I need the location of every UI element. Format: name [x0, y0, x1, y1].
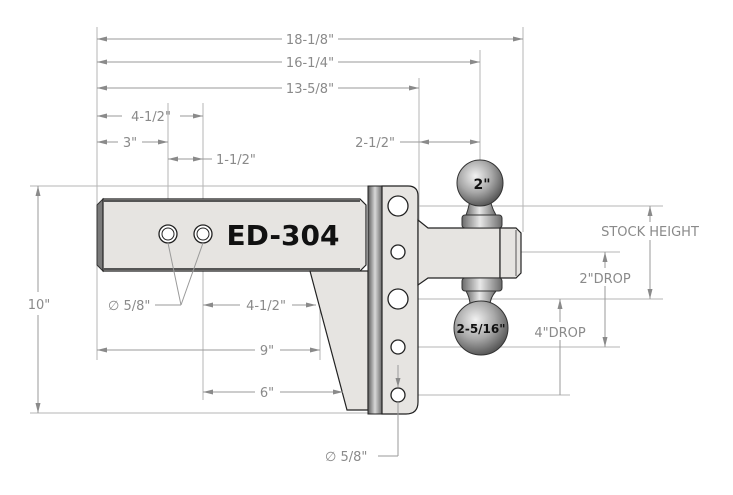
dim-text-4-drop: 4"DROP	[534, 326, 586, 341]
mount-hole-1	[387, 195, 409, 217]
dim-4-1-2-gusset: 4-1/2"	[203, 299, 316, 314]
dim-text-13-5-8: 13-5/8"	[286, 82, 334, 97]
dim-text-4-1-2-gusset: 4-1/2"	[246, 299, 286, 314]
dim-9: 9"	[97, 344, 320, 359]
ball-arm	[417, 218, 522, 287]
dim-16-1-4: 16-1/4"	[97, 56, 480, 71]
dim-1-1-2: 1-1/2"	[168, 153, 256, 168]
dim-text-16-1-4: 16-1/4"	[286, 56, 334, 71]
dim-text-stock-height: STOCK HEIGHT	[601, 225, 699, 240]
dim-text-1-1-2: 1-1/2"	[216, 153, 256, 168]
mount-hole-3	[387, 288, 409, 310]
dim-2-1-2: 2-1/2"	[355, 136, 480, 151]
bottom-ball: 2-5/16"	[453, 277, 509, 356]
model-label: ED-304	[227, 219, 340, 252]
mount-hole-4	[390, 339, 406, 355]
dim-text-4-1-2-top: 4-1/2"	[131, 110, 171, 125]
dim-13-5-8: 13-5/8"	[97, 82, 419, 97]
dim-text-18-1-8: 18-1/8"	[286, 33, 334, 48]
top-ball: 2"	[456, 159, 504, 229]
dim-text-3: 3"	[123, 136, 137, 151]
dim-6: 6"	[203, 386, 343, 401]
mount-hole-2	[390, 244, 406, 260]
dim-mount-hole-dia: ∅ 5/8"	[325, 365, 401, 465]
dim-2-drop: 2"DROP	[574, 252, 638, 347]
dim-text-2-1-2: 2-1/2"	[355, 136, 395, 151]
dim-4-1-2-top: 4-1/2"	[97, 110, 203, 125]
dim-10: 10"	[28, 186, 51, 413]
dim-text-2-drop: 2"DROP	[579, 272, 631, 287]
shank: ED-304	[96, 197, 367, 273]
mount-hole-5	[390, 387, 406, 403]
dim-18-1-8: 18-1/8"	[97, 33, 523, 48]
dim-text-10: 10"	[28, 298, 51, 313]
dim-3: 3"	[97, 136, 168, 151]
dim-text-9: 9"	[260, 344, 274, 359]
dim-text-shank-hole-dia: ∅ 5/8"	[108, 299, 150, 314]
mount-plate	[367, 185, 419, 415]
dim-text-6: 6"	[260, 386, 274, 401]
top-ball-label: 2"	[473, 177, 490, 193]
dim-4-drop: 4"DROP	[530, 299, 592, 395]
gusset	[309, 270, 369, 411]
bottom-ball-label: 2-5/16"	[456, 322, 505, 336]
dim-shank-hole-dia: ∅ 5/8"	[108, 242, 204, 314]
dim-text-mount-hole-dia: ∅ 5/8"	[325, 450, 367, 465]
dim-stock-height: STOCK HEIGHT	[594, 206, 706, 299]
